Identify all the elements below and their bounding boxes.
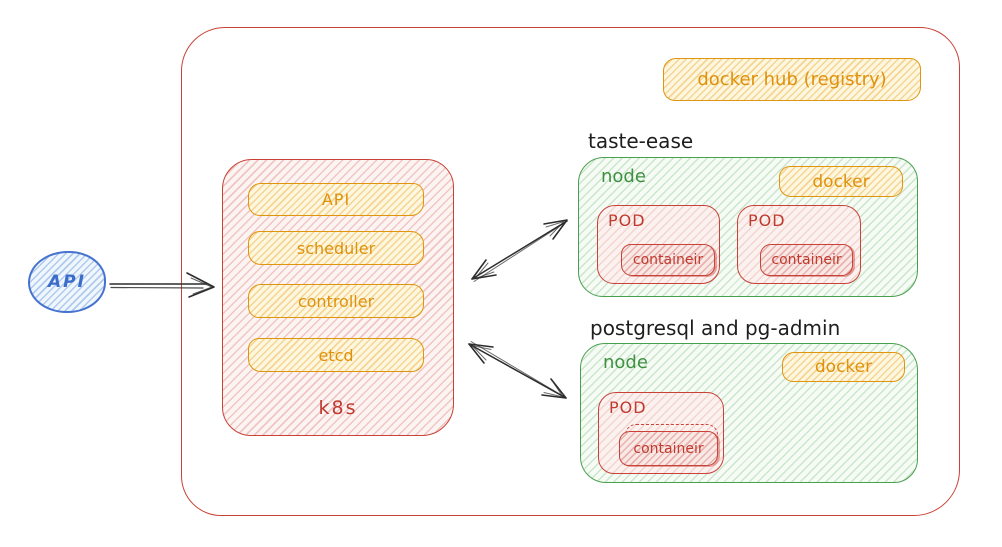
k8s-component-api-label: API	[321, 190, 351, 209]
taste-ease-pod-2: POD containeir	[737, 205, 861, 284]
postgres-pod: POD containeir	[598, 392, 724, 474]
taste-ease-title: taste-ease	[588, 129, 694, 153]
taste-ease-container-2-label: containeir	[771, 252, 842, 268]
postgres-pod-label: POD	[609, 398, 647, 417]
external-api-label: API	[48, 272, 86, 292]
taste-ease-container-2: containeir	[760, 244, 853, 276]
postgres-docker-box: docker	[782, 352, 905, 382]
taste-ease-pod-2-label: POD	[748, 211, 786, 230]
system-boundary-box	[181, 27, 960, 516]
k8s-component-etcd-label: etcd	[318, 345, 354, 365]
docker-hub-box: docker hub (registry)	[663, 58, 921, 101]
taste-ease-pod-1-label: POD	[608, 211, 646, 230]
taste-ease-node-label: node	[601, 166, 646, 187]
k8s-component-api: API	[248, 183, 424, 216]
taste-ease-container-1: containeir	[621, 244, 715, 276]
postgres-title: postgresql and pg-admin	[590, 316, 841, 340]
taste-ease-docker-box: docker	[779, 166, 903, 197]
k8s-component-controller: controller	[248, 284, 424, 318]
k8s-title: k8s	[318, 397, 358, 420]
taste-ease-docker-label: docker	[812, 171, 870, 192]
k8s-component-scheduler: scheduler	[248, 231, 424, 265]
postgres-container-label: containeir	[633, 440, 704, 457]
postgres-docker-label: docker	[814, 357, 873, 377]
taste-ease-container-1-label: containeir	[632, 252, 704, 268]
taste-ease-pod-1: POD containeir	[597, 205, 720, 284]
postgres-node-box: node docker POD containeir	[580, 343, 918, 483]
taste-ease-node-box: node docker POD containeir POD containei…	[578, 157, 918, 297]
k8s-component-scheduler-label: scheduler	[296, 238, 376, 258]
docker-hub-label: docker hub (registry)	[697, 69, 887, 90]
postgres-node-label: node	[603, 352, 648, 373]
external-api-ellipse: API	[28, 251, 106, 313]
k8s-component-controller-label: controller	[297, 291, 375, 311]
k8s-box: API scheduler controller etcd k8s	[222, 159, 454, 436]
postgres-container: containeir	[619, 431, 718, 466]
k8s-component-etcd: etcd	[248, 338, 424, 372]
